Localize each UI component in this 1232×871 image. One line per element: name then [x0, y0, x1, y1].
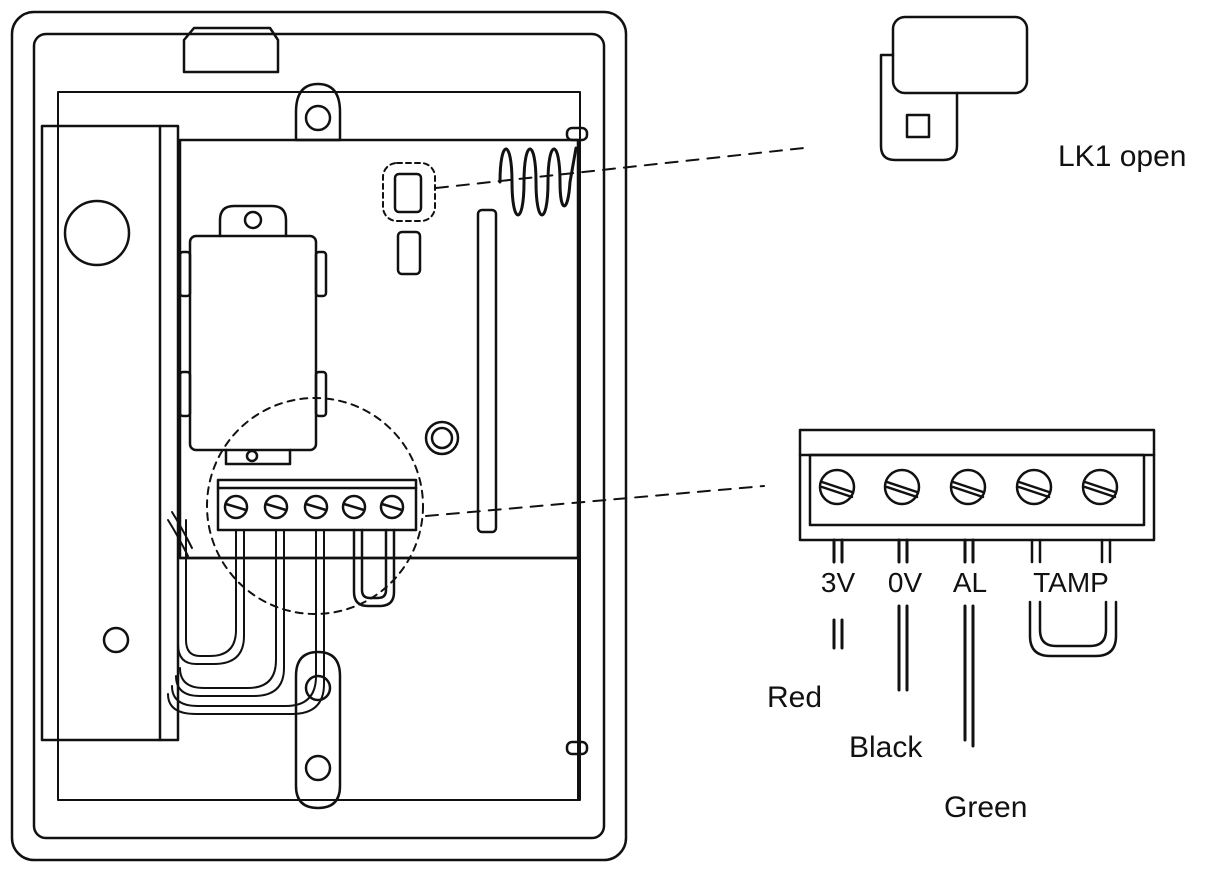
terminal-label-3v: 3V	[821, 567, 856, 598]
terminal-screws	[818, 468, 1119, 506]
terminal-label-0v: 0V	[888, 567, 923, 598]
lk1-link-on-board	[382, 162, 436, 276]
wire-label-red: Red	[767, 681, 822, 714]
lk1-label: LK1 open	[1058, 140, 1186, 173]
wire-red	[832, 538, 844, 650]
mounting-hole-bottom	[294, 650, 342, 810]
wire-green	[963, 538, 975, 748]
lk1-link-enlarged	[879, 15, 1029, 162]
board-terminal-screws	[223, 494, 405, 520]
detector-housing	[10, 10, 628, 862]
tamp-loop	[1028, 538, 1118, 658]
wire-label-green: Green	[944, 791, 1027, 824]
wire-black	[897, 538, 909, 692]
screw-hole-small	[102, 626, 130, 654]
battery-compartment	[40, 124, 180, 742]
wire-label-black: Black	[849, 731, 923, 764]
terminal-block-enlarged	[798, 428, 1156, 542]
terminal-label-tamp: TAMP	[1033, 567, 1109, 598]
sensor-module	[178, 204, 328, 466]
mounting-hole-top	[294, 82, 342, 142]
circuit-board	[178, 126, 589, 801]
lk1-leader-line	[435, 147, 805, 189]
internal-wiring	[167, 511, 325, 715]
terminal-label-al: AL	[953, 567, 987, 598]
tamper-spring	[498, 146, 578, 217]
terminal-leader-line	[425, 485, 765, 517]
lens-hole	[63, 199, 131, 267]
